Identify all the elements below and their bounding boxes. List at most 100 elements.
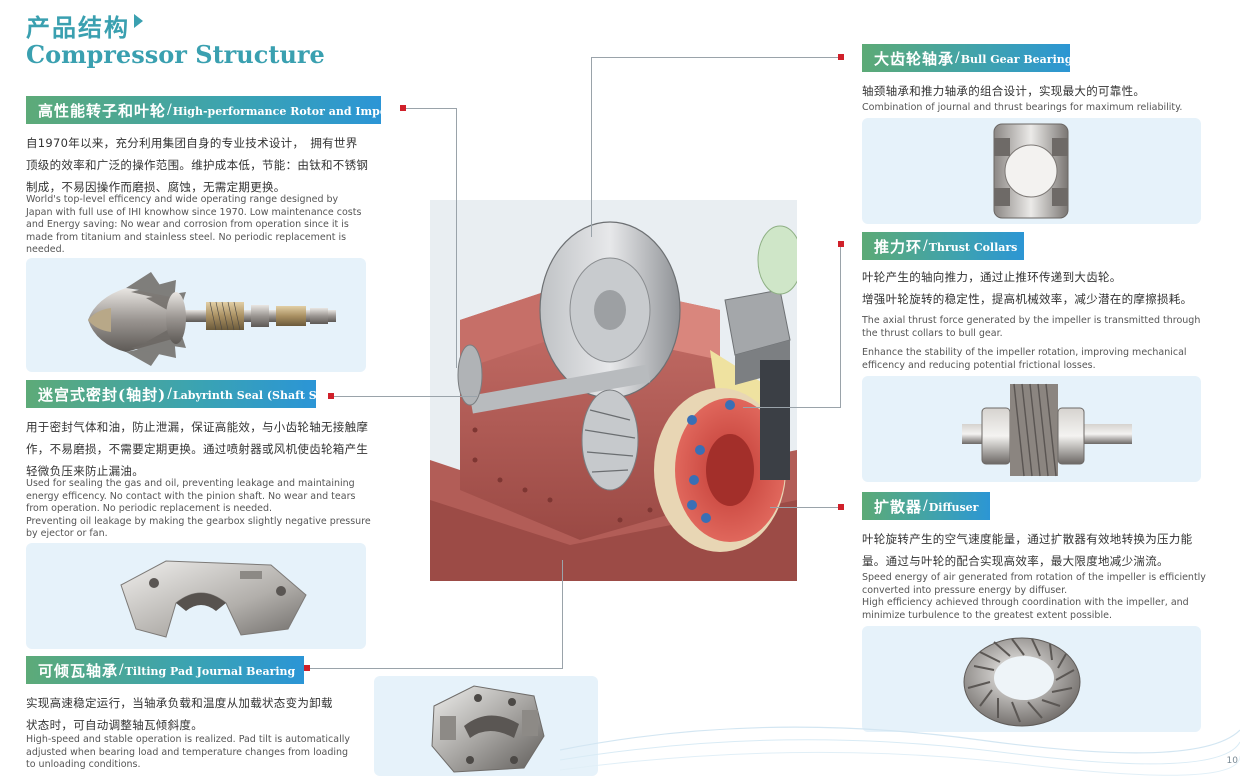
title-separator: / [923, 238, 928, 254]
page-number: 10 [1226, 756, 1238, 766]
tilting-cn-line: 状态时，可自动调整轴瓦倾斜度。 [26, 718, 203, 732]
rotor-title-en: High-performance Rotor and Impeller [172, 105, 408, 118]
section-label-diffuser: 扩散器/Diffuser [862, 492, 990, 520]
page-title-cn: 产品结构 [26, 13, 130, 42]
section-label-tilting: 可倾瓦轴承/Tilting Pad Journal Bearing [26, 656, 304, 684]
rotor-cn-line: 顶级的效率和广泛的操作范围。维护成本低，节能：由钛和不锈钢 [26, 158, 369, 172]
title-separator: / [923, 498, 928, 514]
thrust-collar-image [962, 383, 1132, 477]
seal-title-cn: 迷宫式密封(轴封) [38, 385, 167, 404]
thrust-en-line: The axial thrust force generated by the … [862, 315, 1201, 326]
marker-thrust [838, 241, 844, 247]
seal-body-cn: 用于密封气体和油，防止泄漏，保证高能效，与小齿轮轴无接触摩 作，不易磨损，不需要… [26, 416, 386, 482]
diffuser-title-en: Diffuser [928, 501, 979, 514]
bullgear-title-en: Bull Gear Bearing [960, 53, 1073, 66]
marker-diffuser [838, 504, 844, 510]
rotor-en-line: World's top-level efficency and wide ope… [26, 194, 339, 205]
rotor-en-line: made from titanium and stainless steel. … [26, 231, 347, 243]
section-label-bullgear: 大齿轮轴承/Bull Gear Bearing [862, 44, 1073, 72]
diffuser-en-line: High efficiency achieved through coordin… [862, 597, 1189, 609]
marker-tilting [304, 665, 310, 671]
rotor-body-cn: 自1970年以来，充分利用集团自身的专业技术设计， 拥有世界 顶级的效率和广泛的… [26, 132, 386, 198]
leader-line-bullgear [591, 57, 592, 237]
seal-body-en: Used for sealing the gas and oil, preven… [26, 478, 386, 541]
diffuser-cn-line: 量。通过与叶轮的配合实现高效率，最大限度地减少湍流。 [862, 554, 1169, 568]
tilting-pad-bearing-image [431, 685, 545, 773]
tilting-title-cn: 可倾瓦轴承 [38, 661, 119, 680]
section-label-rotor: 高性能转子和叶轮/High-performance Rotor and Impe… [26, 96, 408, 124]
tilting-title-en: Tilting Pad Journal Bearing [124, 665, 296, 678]
leader-line-seal [332, 396, 477, 397]
bullgear-cn-line: 轴颈轴承和推力轴承的组合设计，实现最大的可靠性。 [862, 84, 1146, 98]
thrust-body-en: The axial thrust force generated by the … [862, 315, 1232, 372]
tilting-en-line: High-speed and stable operation is reali… [26, 734, 350, 745]
seal-en-line: Used for sealing the gas and oil, preven… [26, 478, 355, 489]
diffuser-body-en: Speed energy of air generated from rotat… [862, 572, 1232, 622]
bullgear-image-card [862, 118, 1201, 224]
title-separator: / [167, 102, 172, 118]
section-label-seal: 迷宫式密封(轴封)/Labyrinth Seal (Shaft Seal) [26, 380, 340, 408]
seal-image-card [26, 543, 366, 649]
thrust-cn-line: 增强叶轮旋转的稳定性，提高机械效率，减少潜在的摩擦损耗。 [862, 292, 1193, 306]
thrust-title-en: Thrust Collars [928, 241, 1018, 254]
rotor-impeller-image [88, 272, 336, 366]
marker-rotor [400, 105, 406, 111]
tilting-body-en: High-speed and stable operation is reali… [26, 734, 366, 772]
rotor-body-en: World's top-level efficency and wide ope… [26, 194, 386, 257]
tilting-en-line: to unloading conditions. [26, 759, 141, 771]
bullgear-title-cn: 大齿轮轴承 [874, 49, 955, 68]
rotor-en-line: and Energy saving: No wear and corrosion… [26, 219, 349, 231]
seal-en-line: energy efficency. No contact with the pi… [26, 490, 356, 502]
title-separator: / [167, 386, 172, 402]
bullgear-body-en: Combination of journal and thrust bearin… [862, 102, 1232, 115]
leader-line-diffuser [770, 507, 840, 508]
compressor-cutaway-image [430, 200, 797, 581]
leader-line-thrust [840, 244, 841, 408]
bullgear-body-cn: 轴颈轴承和推力轴承的组合设计，实现最大的可靠性。 [862, 80, 1232, 102]
marker-bullgear [838, 54, 844, 60]
leader-line-thrust [743, 407, 841, 408]
diffuser-title-cn: 扩散器 [874, 497, 923, 516]
title-arrow-icon [134, 14, 143, 28]
leader-line-tilting [309, 668, 563, 669]
thrust-title-cn: 推力环 [874, 237, 923, 256]
section-label-thrust: 推力环/Thrust Collars [862, 232, 1024, 260]
rotor-image-card [26, 258, 366, 372]
marker-seal [328, 393, 334, 399]
diffuser-body-cn: 叶轮旋转产生的空气速度能量，通过扩散器有效地转换为压力能 量。通过与叶轮的配合实… [862, 528, 1232, 572]
decorative-wave [560, 726, 1240, 776]
title-separator: / [119, 662, 124, 678]
seal-en-line: by ejector or fan. [26, 528, 108, 540]
title-separator: / [955, 50, 960, 66]
thrust-en-line: the thrust collars to bull gear. [862, 327, 1003, 339]
tilting-image-card [374, 676, 598, 776]
thrust-image-card [862, 376, 1201, 482]
seal-en-line: Preventing oil leakage by making the gea… [26, 515, 371, 527]
thrust-cn-line: 叶轮产生的轴向推力，通过止推环传递到大齿轮。 [862, 270, 1122, 284]
diffuser-en-line: converted into pressure energy by diffus… [862, 584, 1068, 596]
diffuser-image-card [862, 626, 1201, 732]
seal-cn-line: 轻微负压来防止漏油。 [26, 464, 144, 478]
thrust-en-line: Enhance the stability of the impeller ro… [862, 347, 1187, 359]
rotor-en-line: Japan with full use of IHI knowhow since… [26, 206, 362, 218]
diffuser-cn-line: 叶轮旋转产生的空气速度能量，通过扩散器有效地转换为压力能 [862, 532, 1193, 546]
leader-line-rotor [456, 108, 457, 368]
page-title-en: Compressor Structure [26, 40, 325, 69]
seal-cn-line: 用于密封气体和油，防止泄漏，保证高能效，与小齿轮轴无接触摩 [26, 420, 369, 434]
leader-line-tilting [562, 560, 563, 669]
rotor-en-line: needed. [26, 244, 65, 256]
leader-line-bullgear [591, 57, 841, 58]
tilting-en-line: adjusted when bearing load and temperatu… [26, 746, 349, 758]
seal-en-line: from operation. No periodic replacement … [26, 503, 273, 515]
rotor-cn-line: 自1970年以来，充分利用集团自身的专业技术设计， 拥有世界 [26, 136, 358, 150]
tilting-cn-line: 实现高速稳定运行，当轴承负载和温度从加载状态变为卸载 [26, 696, 333, 710]
tilting-body-cn: 实现高速稳定运行，当轴承负载和温度从加载状态变为卸载 状态时，可自动调整轴瓦倾斜… [26, 692, 366, 736]
leader-line-rotor [405, 108, 457, 109]
bull-gear-bearing-image [993, 123, 1069, 219]
seal-cn-line: 作，不易磨损，不需要定期更换。通过喷射器或风机使齿轮箱产生 [26, 442, 369, 456]
diffuser-image [963, 637, 1081, 727]
labyrinth-seal-image [120, 560, 307, 638]
rotor-cn-line: 制成，不易因操作而磨损、腐蚀，无需定期更换。 [26, 180, 286, 194]
thrust-body-cn: 叶轮产生的轴向推力，通过止推环传递到大齿轮。 增强叶轮旋转的稳定性，提高机械效率… [862, 266, 1232, 310]
compressor-cutaway-drawing [430, 200, 797, 581]
